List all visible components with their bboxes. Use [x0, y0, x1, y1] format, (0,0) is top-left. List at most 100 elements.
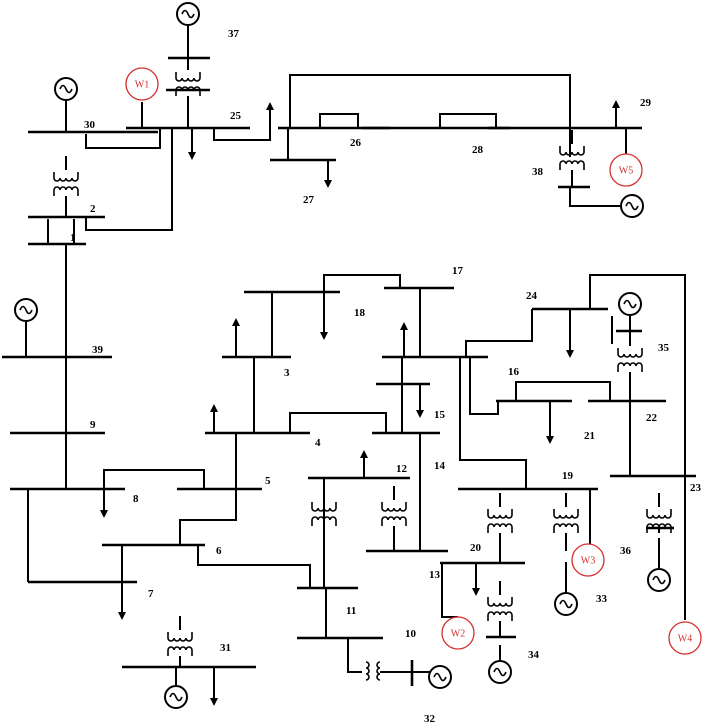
wind-farm-w1: W1 — [125, 67, 159, 101]
bus-label-2: 2 — [90, 203, 96, 215]
bus-label-4: 4 — [315, 437, 321, 449]
wind-farm-w3: W3 — [571, 543, 605, 577]
bus-label-39: 39 — [92, 344, 104, 356]
bus-label-31: 31 — [220, 642, 231, 654]
transmission-line — [465, 309, 533, 357]
ac-generator-icon — [14, 298, 38, 322]
transmission-lines — [25, 26, 686, 686]
bus-label-21: 21 — [584, 430, 595, 442]
bus-label-1: 1 — [70, 232, 76, 244]
wind-farm-w5: W5 — [609, 153, 643, 187]
bus-label-24: 24 — [526, 290, 538, 302]
bus-label-13: 13 — [429, 569, 441, 581]
transmission-line — [289, 74, 571, 128]
wind-farm-circle — [571, 543, 605, 577]
bus-label-3: 3 — [284, 367, 290, 379]
wind-farm-circle — [609, 153, 643, 187]
bus-label-38: 38 — [532, 166, 544, 178]
wind-farm-circle — [441, 616, 475, 650]
transformer-icon — [617, 332, 643, 401]
wind-farm-circle — [125, 67, 159, 101]
bus-label-5: 5 — [265, 475, 271, 487]
ac-generator-icon — [176, 2, 200, 26]
bus-label-26: 26 — [350, 137, 362, 149]
ac-generator-icon — [428, 665, 452, 689]
load-arrow-icon — [118, 545, 126, 620]
transmission-line — [441, 563, 458, 618]
bus-label-25: 25 — [230, 110, 242, 122]
wind-farm-circle — [668, 621, 702, 655]
bus-label-18: 18 — [354, 307, 366, 319]
transmission-line — [85, 128, 173, 231]
bus-label-32: 32 — [424, 713, 436, 724]
bus-label-14: 14 — [434, 460, 446, 472]
transmission-line — [197, 545, 311, 588]
load-arrow-icon — [266, 102, 274, 128]
load-arrow-icon — [210, 667, 218, 706]
transformer-icon — [487, 581, 513, 637]
wind-farm-label: W5 — [619, 166, 633, 177]
transformer-icon — [553, 493, 579, 551]
bus-label-6: 6 — [216, 545, 222, 557]
generators — [14, 2, 671, 709]
load-arrow-icon — [546, 401, 554, 444]
transmission-line — [347, 638, 362, 673]
transmission-line — [289, 412, 387, 433]
load-arrow-icon — [416, 384, 424, 418]
bus-label-37: 37 — [228, 28, 240, 40]
transformer-icon — [365, 660, 432, 686]
transmission-line — [179, 433, 237, 545]
load-arrow-icon — [324, 160, 332, 188]
transformer-icon — [167, 616, 193, 667]
bus-labels: 1234567891011121314151617181920212223242… — [70, 28, 702, 724]
transformer-icon — [646, 493, 672, 533]
loads — [100, 100, 620, 706]
ac-generator-icon — [647, 568, 671, 592]
wind-farm-w2: W2 — [441, 616, 475, 650]
load-arrow-icon — [100, 489, 108, 518]
ac-generator-icon — [488, 660, 512, 684]
bus-label-30: 30 — [84, 119, 96, 131]
bus-label-33: 33 — [596, 593, 608, 605]
transmission-line — [85, 128, 161, 149]
bus-label-8: 8 — [133, 493, 139, 505]
load-arrow-icon — [566, 309, 574, 358]
transformer-icon — [381, 486, 407, 551]
transmission-line — [103, 469, 205, 489]
ac-generator-icon — [54, 77, 78, 101]
bus-label-36: 36 — [620, 545, 632, 557]
bus-label-28: 28 — [472, 144, 484, 156]
bus-label-10: 10 — [405, 628, 417, 640]
transmission-line — [439, 113, 497, 128]
transmission-line — [323, 274, 401, 292]
transformer-icon — [559, 130, 585, 187]
transmission-line — [459, 357, 527, 489]
transformer-icon — [175, 56, 201, 128]
bus-label-17: 17 — [452, 265, 464, 277]
bus-label-9: 9 — [90, 419, 96, 431]
bus-label-19: 19 — [562, 470, 574, 482]
load-arrow-icon — [320, 292, 328, 340]
transformer-icon — [487, 493, 513, 563]
load-arrow-icon — [188, 128, 196, 160]
bus-label-20: 20 — [470, 542, 482, 554]
bus-label-22: 22 — [646, 412, 658, 424]
ac-generator-icon — [164, 685, 188, 709]
bus-label-15: 15 — [434, 409, 446, 421]
bus-label-35: 35 — [658, 342, 670, 354]
wind-farm-label: W1 — [135, 80, 149, 91]
transmission-line — [213, 128, 271, 141]
load-arrow-icon — [472, 563, 480, 596]
ac-generator-icon — [620, 194, 644, 218]
transformer-icon — [53, 156, 79, 217]
transmission-line — [319, 113, 359, 128]
load-arrow-icon — [612, 100, 620, 128]
wind-farm-label: W2 — [451, 629, 465, 640]
bus-label-7: 7 — [148, 588, 154, 600]
wind-farm-w4: W4 — [668, 621, 702, 655]
wind-farm-label: W4 — [678, 634, 692, 645]
load-arrow-icon — [360, 450, 368, 478]
transmission-line — [515, 381, 611, 401]
